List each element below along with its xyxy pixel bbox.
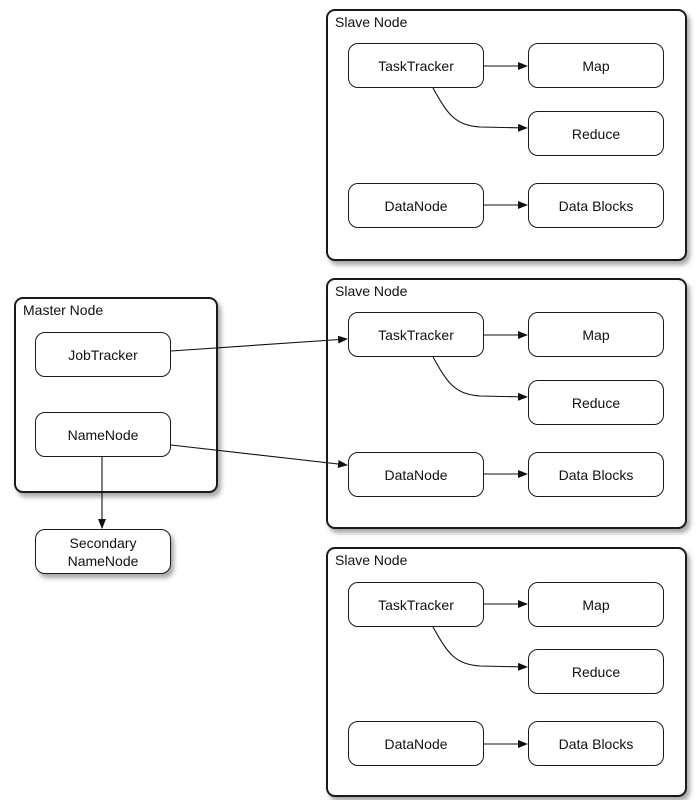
slave-1-tasktracker: TaskTracker [348,43,484,88]
slave-1-datablocks: Data Blocks [528,183,664,228]
slave-node-1-title: Slave Node [335,14,408,30]
slave-3-datablocks: Data Blocks [528,721,664,766]
slave-2-datablocks: Data Blocks [528,452,664,497]
secondary-namenode: Secondary NameNode [35,529,171,574]
secondary-namenode-label: Secondary NameNode [67,534,139,569]
master-node: Master Node [14,297,218,493]
slave-node-2-title: Slave Node [335,283,408,299]
slave-3-reduce-label: Reduce [571,663,621,680]
slave-3-tasktracker-label: TaskTracker [378,596,454,613]
slave-2-map: Map [528,312,664,357]
slave-1-datablocks-label: Data Blocks [558,197,634,214]
slave-2-map-label: Map [582,326,610,343]
slave-1-datanode-label: DataNode [384,197,448,214]
slave-3-map-label: Map [582,596,610,613]
slave-2-datanode: DataNode [348,452,484,497]
slave-1-reduce-label: Reduce [571,125,621,142]
slave-2-datablocks-label: Data Blocks [558,466,634,483]
slave-1-tasktracker-label: TaskTracker [378,57,454,74]
slave-2-datanode-label: DataNode [384,466,448,483]
slave-2-tasktracker: TaskTracker [348,312,484,357]
master-namenode-label: NameNode [67,426,139,443]
slave-2-reduce-label: Reduce [571,394,621,411]
slave-node-3-title: Slave Node [335,552,408,568]
slave-3-datanode: DataNode [348,721,484,766]
slave-1-map: Map [528,43,664,88]
master-namenode: NameNode [35,412,171,457]
slave-3-datanode-label: DataNode [384,735,448,752]
master-jobtracker-label: JobTracker [68,346,138,363]
master-node-title: Master Node [23,302,104,318]
slave-1-reduce: Reduce [528,111,664,156]
slave-1-datanode: DataNode [348,183,484,228]
slave-3-reduce: Reduce [528,649,664,694]
slave-1-map-label: Map [582,57,610,74]
slave-3-datablocks-label: Data Blocks [558,735,634,752]
slave-3-tasktracker: TaskTracker [348,582,484,627]
slave-2-tasktracker-label: TaskTracker [378,326,454,343]
slave-2-reduce: Reduce [528,380,664,425]
slave-3-map: Map [528,582,664,627]
master-jobtracker: JobTracker [35,332,171,377]
